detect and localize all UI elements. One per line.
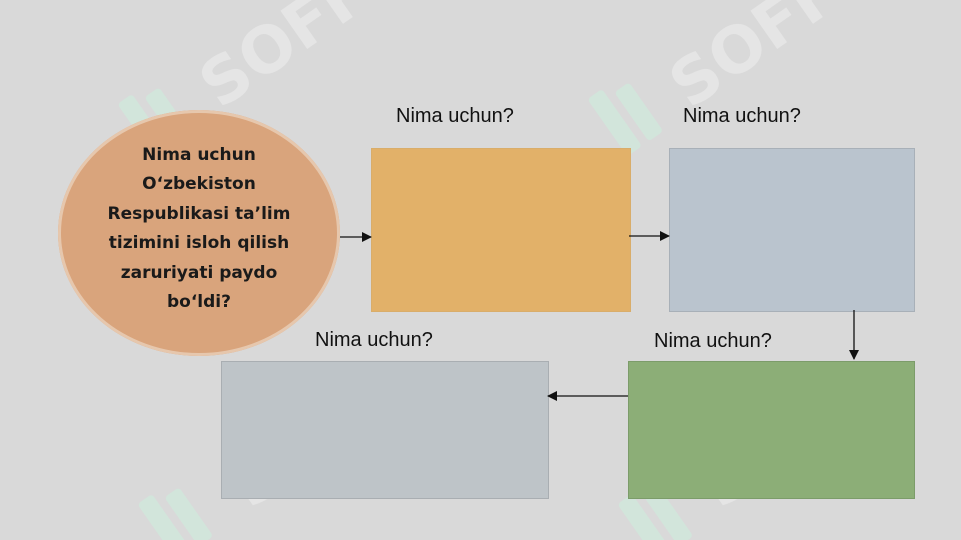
answer-box-1[interactable]	[371, 148, 631, 312]
answer-box-4[interactable]	[221, 361, 549, 499]
root-question-text: Nima uchun O‘zbekiston Respublikasi ta’l…	[107, 144, 291, 313]
step-label-3: Nima uchun?	[654, 330, 772, 352]
answer-box-2[interactable]	[669, 148, 915, 312]
answer-box-3[interactable]	[628, 361, 915, 499]
step-label-4: Nima uchun?	[315, 329, 433, 351]
step-label-1: Nima uchun?	[396, 105, 514, 127]
step-label-2: Nima uchun?	[683, 105, 801, 127]
root-question-ellipse: Nima uchun O‘zbekiston Respublikasi ta’l…	[58, 110, 340, 356]
